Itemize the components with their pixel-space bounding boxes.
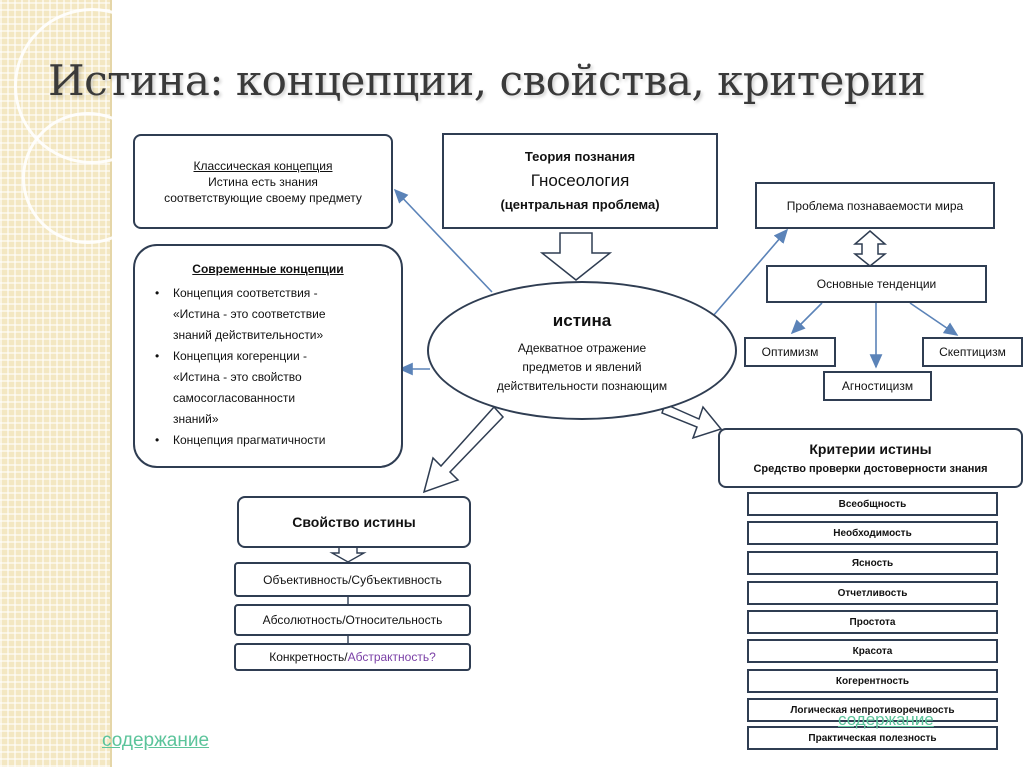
property-item3-part1: Конкретность/ <box>269 650 348 664</box>
criterion-item: Отчетливость <box>747 581 998 605</box>
contents-link-left[interactable]: содержание <box>102 730 210 751</box>
criterion-label: Всеобщность <box>838 498 907 510</box>
block-arrow-truth-to-criteria <box>661 402 723 440</box>
criterion-item: Когерентность <box>747 669 998 693</box>
arrow-to-optimism <box>790 302 823 335</box>
criteria-subtitle: Средство проверки достоверности знания <box>753 462 988 475</box>
property-item: Объективность/Субъективность <box>234 562 471 597</box>
classic-concept-box: Классическая концепция Истина есть знани… <box>133 134 393 229</box>
criteria-title: Критерии истины <box>809 440 932 457</box>
knowability-problem-label: Проблема познаваемости мира <box>786 198 964 213</box>
arrow-to-skepticism <box>909 302 959 336</box>
criterion-label: Когерентность <box>835 675 910 687</box>
contents-link-right[interactable]: содержание <box>838 710 934 729</box>
modern-item: «Истина - это свойство <box>173 370 302 384</box>
property-item-label: Объективность/Субъективность <box>263 572 442 587</box>
modern-concepts-box: Современные концепции Концепция соответс… <box>133 244 403 468</box>
truth-line2: предметов и явлений <box>522 360 642 374</box>
criterion-item: Логическая непротиворечивость <box>747 698 998 722</box>
arrow-to-knowability <box>712 228 789 317</box>
agnosticism-box: Агностицизм <box>823 371 932 401</box>
block-arrow-theory-to-truth <box>539 232 613 281</box>
criterion-label: Простота <box>849 616 896 628</box>
criterion-item: Всеобщность <box>747 492 998 516</box>
property-item3-part2: Абстрактность? <box>347 650 436 664</box>
criterion-label: Красота <box>852 645 893 657</box>
criteria-box: Критерии истины Средство проверки достов… <box>718 428 1023 488</box>
small-arrow-property <box>329 546 367 563</box>
criterion-label: Необходимость <box>833 527 912 539</box>
main-trends-label: Основные тенденции <box>816 277 937 291</box>
modern-item: Концепция соответствия - <box>155 283 401 304</box>
theory-line3: (центральная проблема) <box>500 197 660 212</box>
criterion-item: Необходимость <box>747 521 998 545</box>
skepticism-box: Скептицизм <box>922 337 1023 367</box>
modern-concepts-list: Концепция соответствия - «Истина - это с… <box>135 283 401 451</box>
theory-line1: Теория познания <box>524 149 636 164</box>
criterion-item: Практическая полезность <box>747 726 998 750</box>
double-arrow-problem-trends <box>852 230 888 267</box>
classic-line1: Истина есть знания <box>208 174 318 189</box>
block-arrow-truth-to-property <box>422 405 505 494</box>
truth-line1: Адекватное отражение <box>517 341 647 355</box>
criterion-item: Красота <box>747 639 998 663</box>
criterion-label: Ясность <box>851 557 894 569</box>
property-item: Конкретность/Абстрактность? <box>234 643 471 671</box>
modern-item: «Истина - это соответствие <box>173 307 326 321</box>
modern-item: Концепция прагматичности <box>155 430 401 451</box>
criterion-label: Отчетливость <box>837 587 908 599</box>
truth-title: истина <box>552 311 612 330</box>
optimism-label: Оптимизм <box>761 345 819 359</box>
truth-line3: действительности познающим <box>496 379 668 393</box>
criterion-label: Логическая непротиворечивость <box>790 704 955 716</box>
modern-heading: Современные концепции <box>192 262 344 276</box>
main-trends-box: Основные тенденции <box>766 265 987 303</box>
truth-ellipse: истина Адекватное отражение предметов и … <box>427 281 737 420</box>
agnosticism-label: Агностицизм <box>841 379 914 393</box>
theory-line2: Гносеология <box>530 171 630 190</box>
theory-box: Теория познания Гносеология (центральная… <box>442 133 718 229</box>
skepticism-label: Скептицизм <box>939 345 1006 359</box>
criterion-item: Ясность <box>747 551 998 575</box>
arrow-to-classic <box>393 188 493 293</box>
optimism-box: Оптимизм <box>744 337 836 367</box>
slide-title: Истина: концепции, свойства, критерии <box>48 56 926 105</box>
property-box: Свойство истины <box>237 496 471 548</box>
property-title: Свойство истины <box>292 513 416 530</box>
sidebar-edge <box>110 0 112 767</box>
modern-item: Концепция когеренции - <box>155 346 401 367</box>
modern-item: знаний действительности» <box>173 328 324 342</box>
classic-line2: соответствующие своему предмету <box>164 190 362 205</box>
criterion-label: Практическая полезность <box>808 732 937 744</box>
property-item: Абсолютность/Относительность <box>234 604 471 636</box>
classic-heading: Классическая концепция <box>193 158 333 173</box>
modern-item: знаний» <box>173 412 219 426</box>
property-item-label: Абсолютность/Относительность <box>262 613 443 627</box>
knowability-problem-box: Проблема познаваемости мира <box>755 182 995 229</box>
modern-item: самосогласованности <box>173 391 296 405</box>
criterion-item: Простота <box>747 610 998 634</box>
